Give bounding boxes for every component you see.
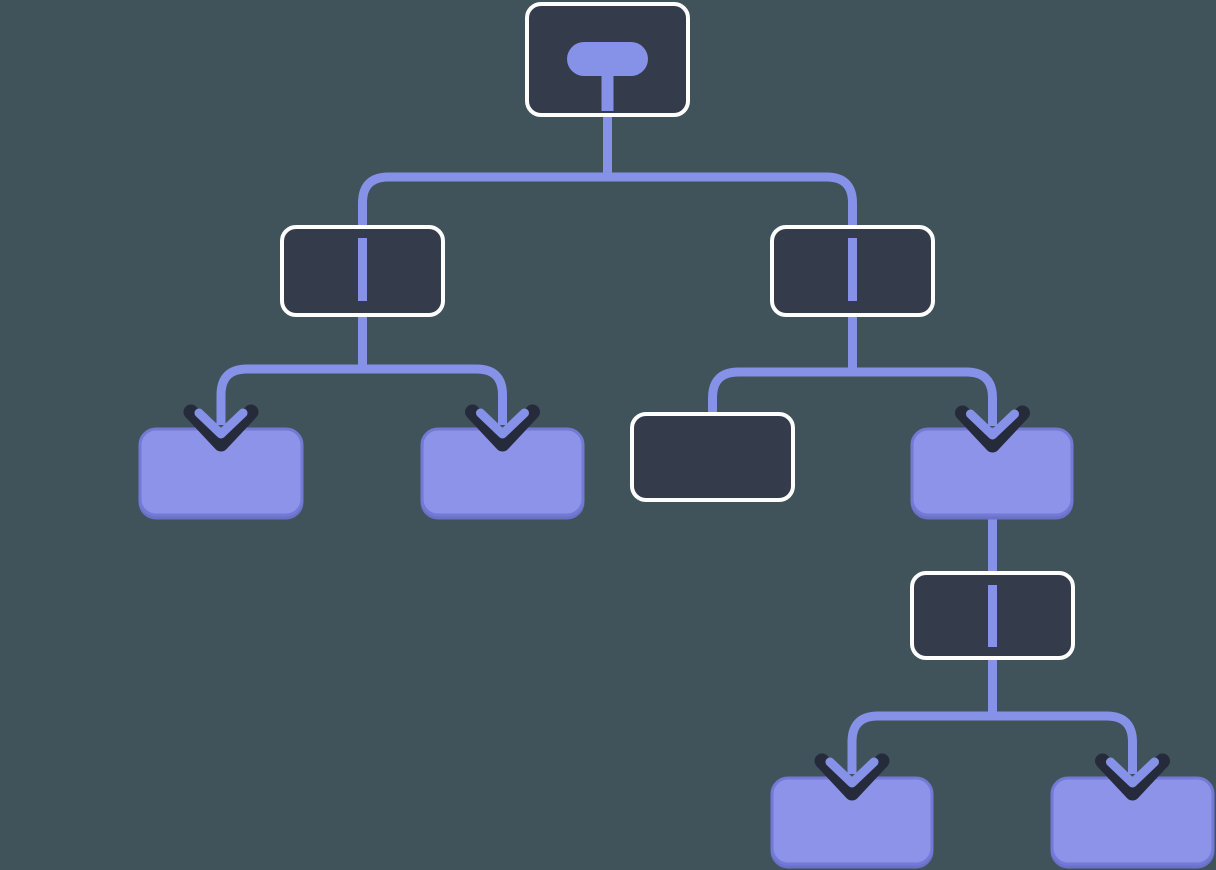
root-icon-stem [601,70,614,111]
arrow-into-leaf-1 [183,404,259,452]
chevron-down-icon [1095,753,1170,801]
node-leaf-4[interactable] [770,776,934,869]
chevron-down-icon [955,405,1030,453]
node-plain-dark-box[interactable] [630,412,795,502]
node-leaf-5[interactable] [1050,776,1215,869]
arrow-into-leaf-2 [465,404,540,452]
root-icon [567,42,648,111]
arrows-layer [183,404,1170,801]
edge-branch-lower-to-leaves [847,711,1137,774]
arrow-into-leaf-4 [814,753,890,801]
arrow-into-leaf-3 [955,405,1030,453]
node-plain-dark[interactable] [630,412,795,502]
arrow-head [825,757,879,788]
arrow-head [1106,757,1159,788]
chevron-down-icon [814,753,890,801]
edge-branch-left-to-leaves [216,364,507,425]
node-branch-right[interactable] [770,225,935,317]
edges-layer [216,111,1137,774]
node-branch-left[interactable] [280,225,445,317]
arrow-head [476,408,529,439]
chevron-down-icon [465,404,540,452]
nodes-layer [138,2,1215,869]
edge-branch-right-to-children [708,367,997,426]
node-root[interactable] [525,2,690,117]
node-leaf-2[interactable] [420,427,585,520]
node-branch-lower[interactable] [910,571,1075,660]
arrow-into-leaf-5 [1095,753,1170,801]
edge-root-to-branches [358,172,857,228]
chevron-down-icon [183,404,259,452]
arrow-head [194,408,248,439]
arrow-head [966,409,1019,440]
root-icon-pill [567,42,648,76]
